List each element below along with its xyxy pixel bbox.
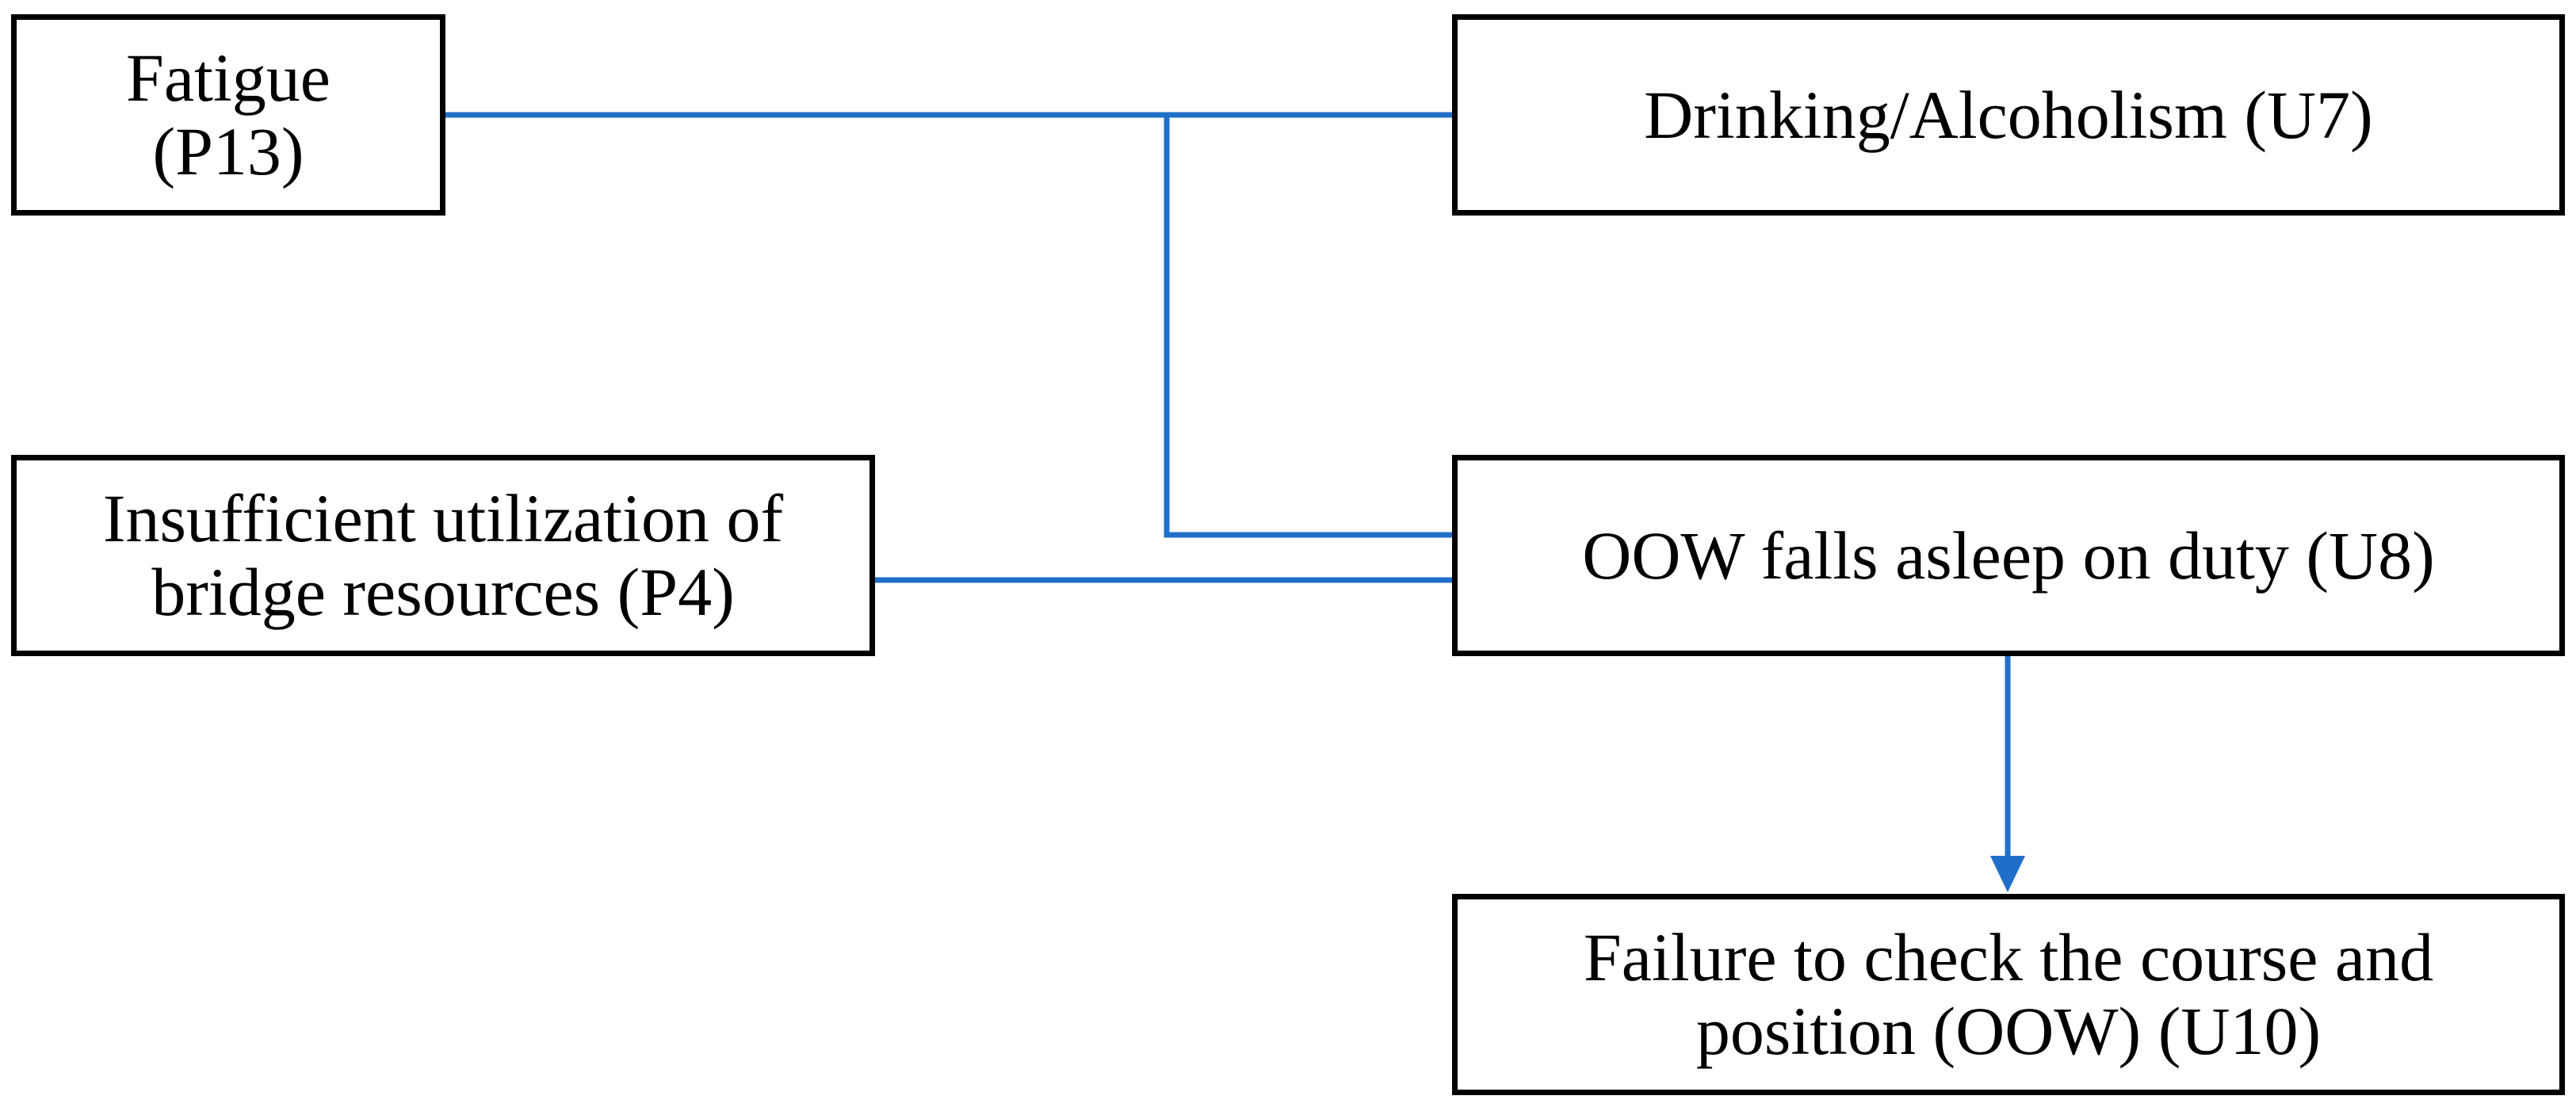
node-u8-label: OOW falls asleep on duty (U8)	[1582, 517, 2435, 594]
arrowhead-u10	[1990, 856, 2025, 892]
node-p4-label-line2: bridge resources (P4)	[151, 554, 735, 630]
edge-p13-to-u8	[1164, 115, 1487, 552]
node-u7-label: Drinking/Alcoholism (U7)	[1644, 76, 2373, 153]
node-failure-to-check-u10: Failure to check the course and position…	[1452, 894, 2565, 1095]
node-fatigue-label-line2: (P13)	[152, 113, 304, 189]
node-p4-label-line1: Insufficient utilization of	[102, 480, 784, 557]
edge-u8-to-u10	[1990, 651, 2025, 892]
node-drinking-alcoholism-u7: Drinking/Alcoholism (U7)	[1452, 14, 2565, 216]
node-oow-falls-asleep-u8: OOW falls asleep on duty (U8)	[1452, 455, 2565, 656]
node-u10-label-line2: position (OOW) (U10)	[1695, 993, 2322, 1069]
node-insufficient-utilization-p4: Insufficient utilization of bridge resou…	[11, 455, 875, 656]
node-u10-label-line1: Failure to check the course and	[1583, 919, 2434, 996]
node-fatigue-p13: Fatigue (P13)	[11, 14, 445, 216]
node-fatigue-label-line1: Fatigue	[126, 40, 331, 116]
edge-p4-to-u8	[872, 563, 1487, 597]
edge-p13-to-u7	[444, 97, 1487, 132]
